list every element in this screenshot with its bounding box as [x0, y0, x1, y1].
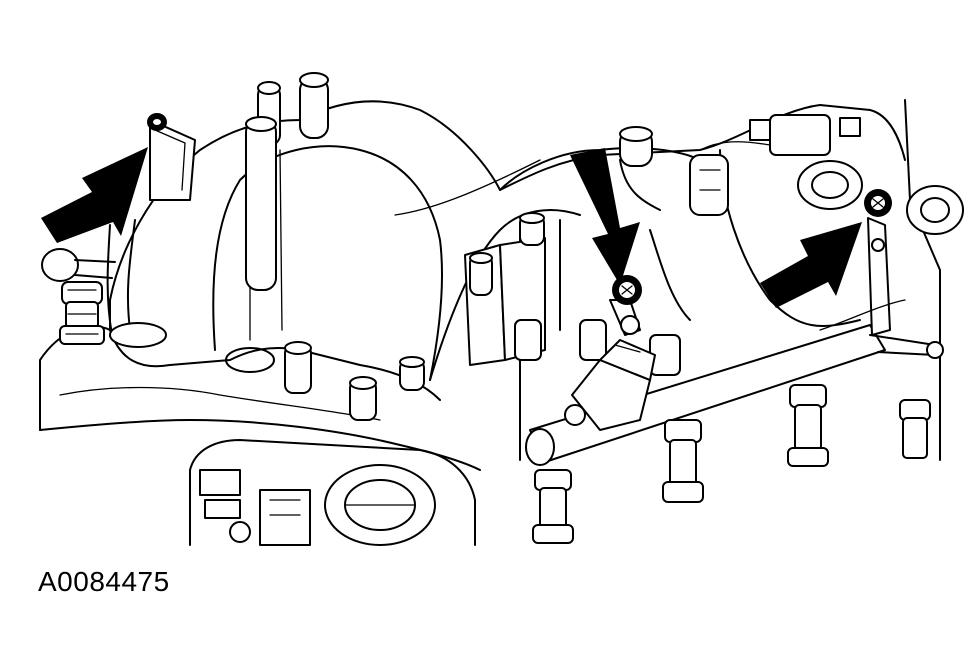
vacuum-hose-left	[41, 219, 167, 348]
fuel-injectors-right	[514, 319, 931, 544]
manifold-bosses	[225, 341, 425, 421]
fuel-rail	[525, 324, 944, 466]
manifold-illustration	[39, 72, 964, 546]
intake-manifold-right	[464, 99, 964, 461]
bolt-upper-left	[147, 113, 167, 131]
bolt-center	[612, 275, 642, 305]
fuel-injector-left	[59, 281, 105, 345]
wire-bracket-right	[867, 217, 891, 336]
arrow-icon	[570, 148, 640, 285]
intake-manifold-left	[39, 72, 701, 471]
figure-id-label: A0084475	[38, 566, 170, 597]
arrow-icon	[760, 222, 862, 308]
throttle-body	[189, 439, 476, 546]
bolt-right	[864, 189, 892, 217]
wire-harness-3	[819, 299, 906, 331]
wire-harness-1	[394, 159, 541, 216]
fuel-pressure-sensor	[564, 299, 656, 431]
wire-harness-2	[699, 141, 771, 151]
arrow-icon	[41, 147, 148, 243]
